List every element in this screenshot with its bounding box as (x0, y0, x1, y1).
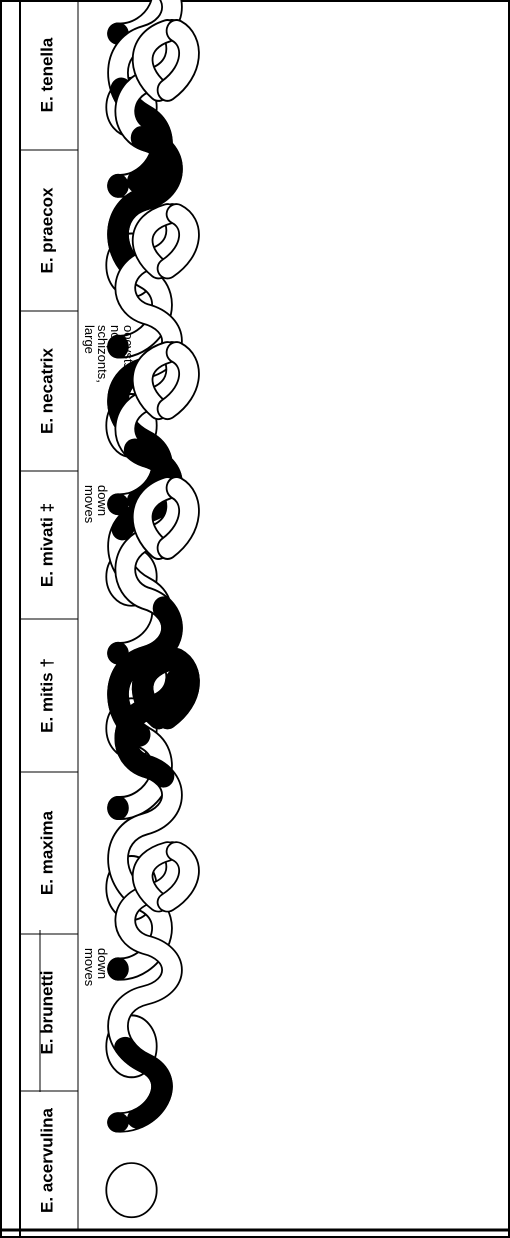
annotation-text: no (108, 325, 123, 339)
species-label: E. brunetti (37, 970, 56, 1054)
species-label: E. mivati ‡ (37, 503, 56, 587)
annotation-text: down (95, 485, 110, 516)
gizzard-shape (106, 1163, 156, 1217)
annotation-text: large (82, 325, 97, 354)
species-label: E. tenella (37, 37, 56, 112)
species-label: E. maxima (37, 810, 56, 895)
annotation-text: moves (82, 948, 97, 987)
species-label: E. praecox (37, 187, 56, 274)
species-label: E. mitis † (37, 658, 56, 733)
species-label: E. acervulina (37, 1108, 56, 1213)
annotation-text: down (95, 948, 110, 979)
annotation-text: moves (82, 485, 97, 524)
annotation-text: schizonts, (95, 325, 110, 383)
species-label: E. necatrix (37, 347, 56, 434)
species-panels: E. tenella E. praecox E. necatrix largeschi… (37, 0, 189, 1217)
